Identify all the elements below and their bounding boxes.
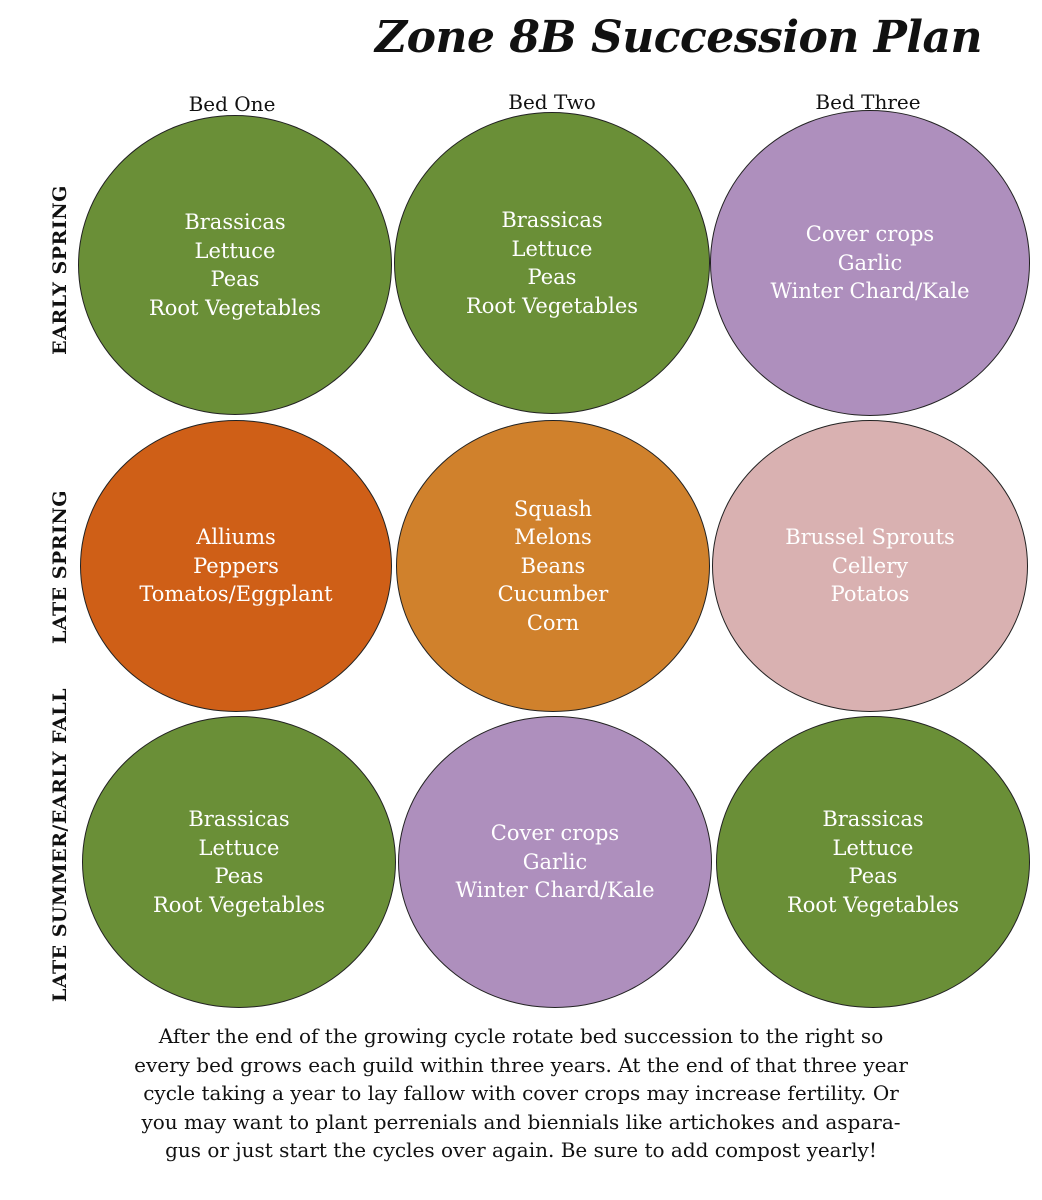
bed-one-header: Bed One [188,92,276,116]
crop-label: Cellery [831,553,909,578]
note-line: every bed grows each guild within three … [134,1052,908,1077]
crop-label: Peas [848,864,898,888]
crop-label: Winter Chard/Kale [770,279,970,304]
crop-label: Root Vegetables [152,892,326,917]
crop-label: Lettuce [832,835,914,860]
rotation-note: After the end of the growing cycle rotat… [0,1022,1042,1165]
crop-label: Peas [214,864,264,888]
crop-label: Peppers [193,553,279,578]
crop-label: Brussel Sprouts [785,525,955,550]
crop-label: Corn [526,610,580,635]
crop-label: Root Vegetables [786,892,960,917]
crop-label: Root Vegetables [148,295,322,320]
note-line: cycle taking a year to lay fallow with c… [143,1081,899,1105]
season-late-spring: LATE SPRING [49,489,71,645]
crop-label: Melons [514,525,592,550]
crop-label: Brassicas [822,807,924,831]
crop-label: Beans [520,553,586,578]
season-late-summer-early-fall: LATE SUMMER/EARLY FALL [49,687,71,1003]
crop-label: Peas [210,267,260,291]
note-line: gus or just start the cycles over again.… [165,1138,877,1162]
crop-label: Alliums [196,525,276,550]
season-early-spring: EARLY SPRING [49,185,71,355]
crop-label: Garlic [837,250,903,275]
crop-label: Brassicas [188,807,290,831]
crop-label: Lettuce [198,835,280,860]
crop-label: Tomatos/Eggplant [139,582,333,607]
crop-label: Garlic [522,849,588,874]
bed-two-header: Bed Two [508,90,596,114]
crop-label: Brassicas [184,210,286,234]
crop-label: Lettuce [194,238,276,263]
note-line: After the end of the growing cycle rotat… [158,1024,884,1048]
crop-label: Lettuce [511,236,593,261]
crop-label: Winter Chard/Kale [455,878,655,903]
crop-label: Peas [527,265,577,289]
crop-label: Potatos [830,582,910,607]
crop-label: Cover crops [490,821,620,846]
crop-label: Cucumber [497,582,609,607]
page-title: Zone 8B Succession Plan [375,12,982,63]
crop-label: Cover crops [805,222,935,247]
crop-label: Brassicas [501,208,603,232]
note-line: you may want to plant perrenials and bie… [141,1109,901,1134]
crop-label: Squash [513,496,593,521]
crop-label: Root Vegetables [465,293,639,318]
